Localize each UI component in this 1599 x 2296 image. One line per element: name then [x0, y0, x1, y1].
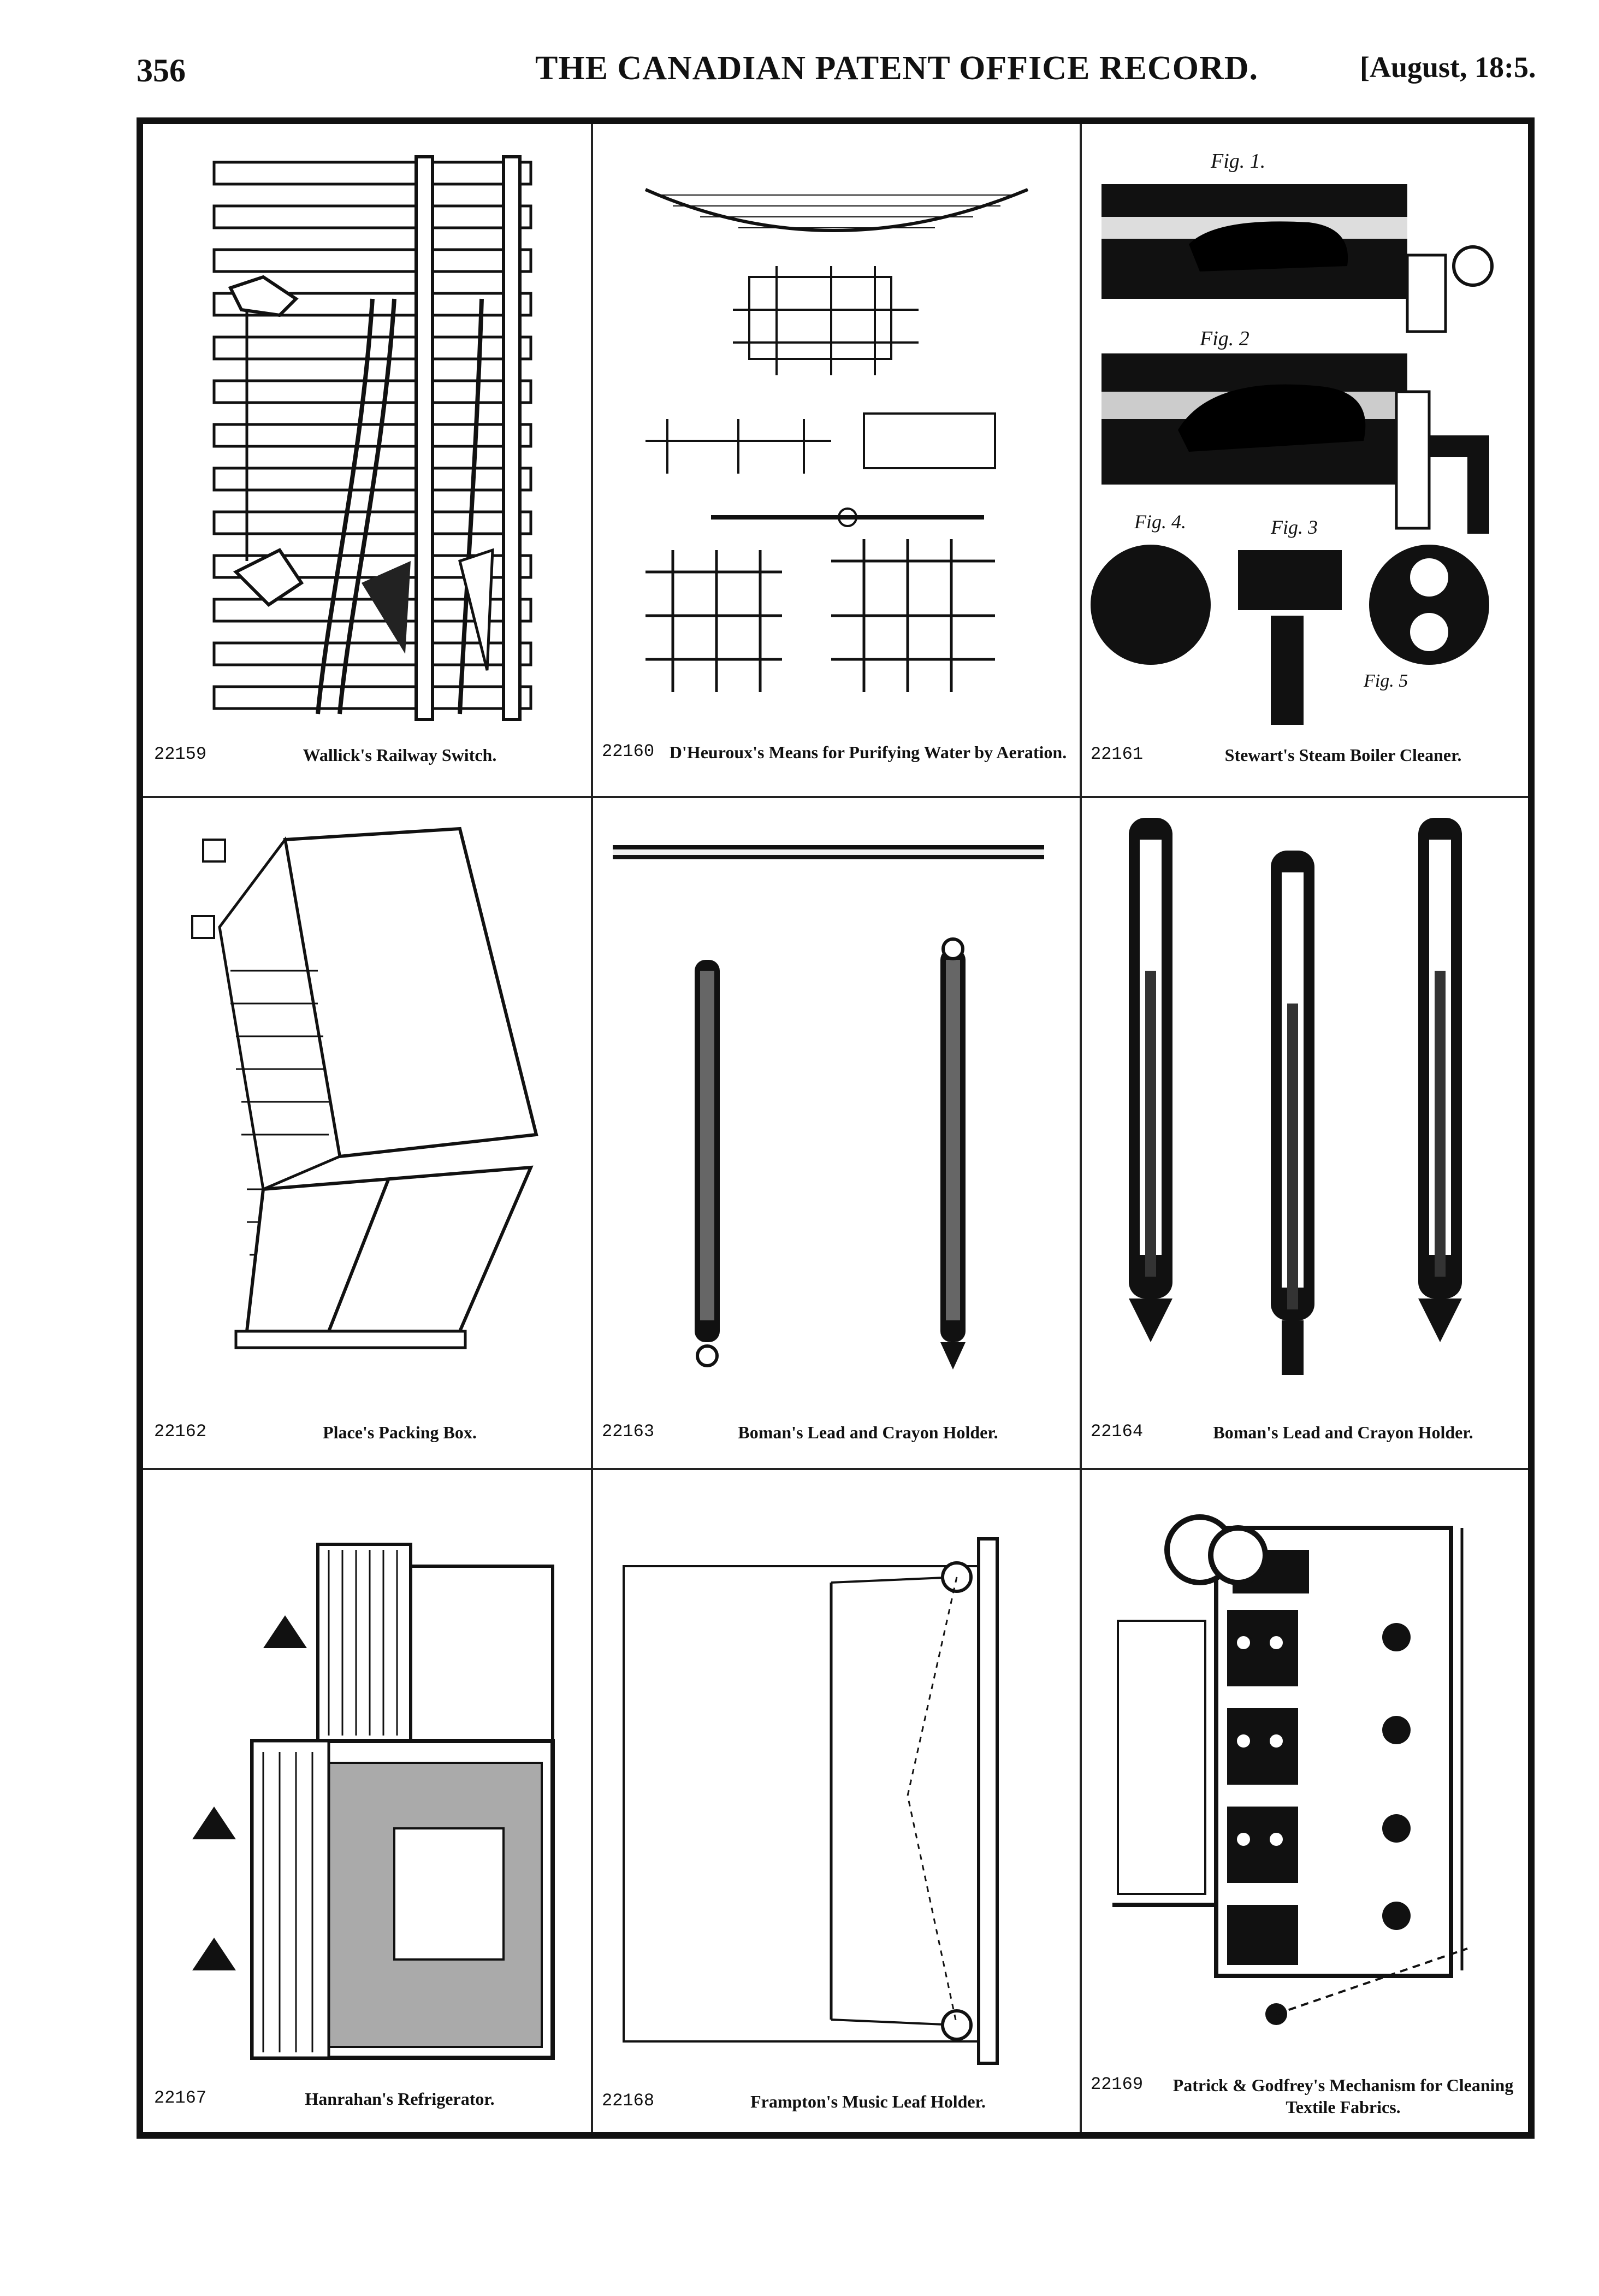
- patent-title: Wallick's Railway Switch.: [303, 745, 497, 765]
- patent-title: Hanrahan's Refrigerator.: [305, 2089, 495, 2109]
- patent-title: D'Heuroux's Means for Purifying Water by…: [669, 742, 1067, 762]
- patent-title: Place's Packing Box.: [323, 1423, 477, 1442]
- patent-cell-22168: 22168 Frampton's Music Leaf Holder.: [591, 1468, 1080, 2139]
- patent-cell-22164: 22164 Boman's Lead and Crayon Holder.: [1080, 796, 1541, 1468]
- patent-number: 22168: [602, 2091, 655, 2111]
- patent-caption: 22169 Patrick & Godfrey's Mechanism for …: [1091, 2074, 1530, 2118]
- row-divider: [143, 796, 1528, 798]
- patent-caption: 22159 Wallick's Railway Switch.: [154, 744, 580, 766]
- patent-plate-frame: 22159 Wallick's Railway Switch.: [137, 117, 1535, 2139]
- patent-cell-22159: 22159 Wallick's Railway Switch.: [143, 124, 591, 796]
- patent-number: 22162: [154, 1421, 207, 1442]
- figure-label: Fig. 5: [1363, 671, 1408, 691]
- running-title: THE CANADIAN PATENT OFFICE RECORD.: [535, 50, 1259, 87]
- railway-switch-figure: [212, 155, 532, 721]
- figure-label: Fig. 1.: [1210, 150, 1265, 173]
- row-divider: [143, 1468, 1528, 1470]
- figure-label: Fig. 4.: [1134, 511, 1186, 533]
- patent-caption: 22167 Hanrahan's Refrigerator.: [154, 2088, 580, 2110]
- patent-caption: 22163 Boman's Lead and Crayon Holder.: [602, 1421, 1069, 1443]
- packing-box-figure: [191, 827, 538, 1349]
- boiler-cleaner-figure: Fig. 1. Fig. 2 Fig. 4. Fig. 3 Fig. 5: [1091, 150, 1494, 725]
- figure-label: Fig. 2: [1199, 327, 1249, 350]
- patent-cell-22160: 22160 D'Heuroux's Means for Purifying Wa…: [591, 124, 1080, 796]
- patent-title: Boman's Lead and Crayon Holder.: [738, 1423, 998, 1442]
- page-header: 356 THE CANADIAN PATENT OFFICE RECORD. […: [0, 0, 1599, 109]
- textile-cleaning-mechanism-figure: [1112, 1514, 1468, 2025]
- patent-caption: 22162 Place's Packing Box.: [154, 1421, 580, 1443]
- water-aeration-figure: [644, 188, 1029, 692]
- patent-number: 22167: [154, 2088, 207, 2108]
- crayon-holder-figure: [613, 845, 1044, 1370]
- patent-caption: 22160 D'Heuroux's Means for Purifying Wa…: [602, 741, 1069, 763]
- patent-title: Frampton's Music Leaf Holder.: [750, 2092, 986, 2111]
- patent-title: Boman's Lead and Crayon Holder.: [1213, 1423, 1473, 1442]
- patent-cell-22169: 22169 Patrick & Godfrey's Mechanism for …: [1080, 1468, 1541, 2139]
- patent-number: 22159: [154, 744, 207, 764]
- patent-number: 22160: [602, 741, 655, 762]
- patent-number: 22164: [1091, 1421, 1144, 1442]
- figure-label: Fig. 3: [1270, 516, 1318, 538]
- patent-number: 22163: [602, 1421, 655, 1442]
- column-divider: [591, 124, 593, 2132]
- patent-title: Stewart's Steam Boiler Cleaner.: [1224, 745, 1462, 765]
- column-divider: [1080, 124, 1082, 2132]
- refrigerator-figure: [192, 1543, 555, 2060]
- page-number: 356: [137, 52, 186, 88]
- patent-caption: 22164 Boman's Lead and Crayon Holder.: [1091, 1421, 1530, 1443]
- patent-number: 22169: [1091, 2074, 1144, 2094]
- issue-date: [August, 18:5.: [1360, 51, 1536, 84]
- patent-caption: 22168 Frampton's Music Leaf Holder.: [602, 2091, 1069, 2112]
- patent-title: Patrick & Godfrey's Mechanism for Cleani…: [1172, 2075, 1514, 2117]
- patent-cell-22161: Fig. 1. Fig. 2 Fig. 4. Fig. 3 Fig. 5 221…: [1080, 124, 1541, 796]
- crayon-holder-sections-figure: [1129, 818, 1462, 1375]
- patent-cell-22167: 22167 Hanrahan's Refrigerator.: [143, 1468, 591, 2139]
- patent-number: 22161: [1091, 744, 1144, 764]
- music-leaf-holder-figure: [623, 1537, 999, 2065]
- patent-cell-22162: 22162 Place's Packing Box.: [143, 796, 591, 1468]
- patent-cell-22163: 22163 Boman's Lead and Crayon Holder.: [591, 796, 1080, 1468]
- patent-caption: 22161 Stewart's Steam Boiler Cleaner.: [1091, 744, 1530, 766]
